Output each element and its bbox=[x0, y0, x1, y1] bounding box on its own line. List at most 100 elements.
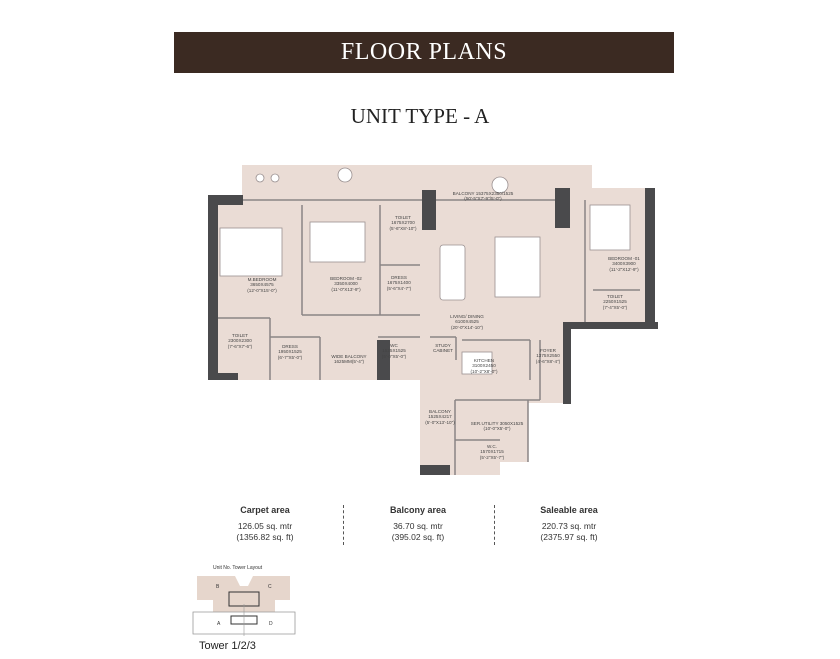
room-dims: 1675X2700 bbox=[391, 220, 415, 226]
balcony-area: Balcony area 36.70 sq. mtr(395.02 sq. ft) bbox=[343, 505, 493, 543]
area-metric: 126.05 sq. mtr bbox=[237, 521, 293, 531]
room-name: LIVING/ DINING bbox=[450, 314, 484, 319]
room-dims-imperial: (12'-0"X15'-0") bbox=[247, 287, 277, 293]
room-dims-imperial: (4'-6"X8'-4") bbox=[535, 358, 561, 364]
tower-layout-caption: Unit No. Tower Layout bbox=[213, 565, 263, 571]
room-dims: 1675X1400 bbox=[387, 280, 411, 286]
room-name: BEDROOM -01 bbox=[608, 256, 640, 261]
room-name: BALCONY 15375X2350/1525 bbox=[452, 191, 514, 196]
kitchen-counter bbox=[461, 351, 493, 375]
area-imperial: (395.02 sq. ft) bbox=[391, 532, 445, 542]
room-dims: 1950X1525 bbox=[278, 349, 302, 355]
unit-b-label: B bbox=[216, 584, 220, 590]
room-name: WC bbox=[390, 343, 398, 348]
room-name: SER.UTILITY 3050X1525 bbox=[470, 421, 524, 426]
room-dims: 1375X2550 bbox=[536, 353, 560, 359]
area-title: Saleable area bbox=[540, 505, 598, 515]
room-dims-imperial: (5'-0"X5'-0") bbox=[381, 353, 407, 359]
room-name: BEDROOM -02 bbox=[330, 276, 362, 281]
saleable-area: Saleable area 220.73 sq. mtr(2375.97 sq. … bbox=[494, 505, 644, 543]
divider bbox=[343, 505, 344, 545]
divider bbox=[494, 505, 495, 545]
room-name: KITCHEN bbox=[473, 358, 495, 363]
room-dims: 3650X4575 bbox=[250, 282, 274, 288]
bed-02 bbox=[309, 221, 366, 263]
room-dims: 3400X3900 bbox=[612, 261, 636, 267]
room-dims-imperial: (5'-6"X4'-7") bbox=[386, 285, 412, 291]
master-bed bbox=[219, 227, 283, 277]
room-name: BALCONY bbox=[429, 409, 451, 414]
unit-c-label: C bbox=[268, 584, 272, 590]
room-name: TOILET bbox=[606, 294, 623, 299]
room-dims: 1525X4217 bbox=[428, 414, 452, 420]
room-name: STUDY bbox=[435, 343, 451, 348]
room-dims: CABINET bbox=[433, 348, 453, 354]
unit-a-label: A bbox=[217, 621, 221, 627]
room-dims-imperial: (6'-7"X5'-0") bbox=[277, 354, 303, 360]
room-dims: 3350X4000 bbox=[334, 281, 358, 287]
unit-type-title: UNIT TYPE - A bbox=[350, 104, 490, 128]
dining-table bbox=[439, 244, 466, 301]
living-rug bbox=[494, 236, 541, 298]
unit-d-label: D bbox=[269, 621, 273, 627]
page-header: FLOOR PLANS bbox=[174, 32, 674, 73]
room-dims-imperial: (5'-0"X13'-10") bbox=[425, 419, 455, 425]
room-dims: (10'-0"X5'-0") bbox=[483, 426, 511, 432]
tower-layout: Unit No. Tower Layout B C A D bbox=[185, 564, 303, 654]
room-dims: 2300X2300 bbox=[228, 338, 252, 344]
room-dims-imperial: (11'-2"X12'-9") bbox=[609, 266, 639, 272]
balcony-table bbox=[491, 176, 509, 194]
tower-name: Tower 1/2/3 bbox=[199, 640, 256, 652]
room-dims: 1525X1525 bbox=[382, 348, 406, 354]
room-dims: 1570X1715 bbox=[480, 449, 504, 455]
room-dims: (50'-5"X7'-9"/5'-0") bbox=[464, 196, 502, 202]
area-imperial: (2375.97 sq. ft) bbox=[540, 532, 598, 542]
room-dims-imperial: (20'-0"X14'-10") bbox=[450, 324, 484, 330]
exterior-walls bbox=[208, 188, 658, 475]
room-dims-imperial: (10'-2"X8'-0") bbox=[470, 368, 498, 374]
area-title: Carpet area bbox=[240, 505, 290, 515]
room-dims-imperial: (5'-6"X8'-10") bbox=[389, 225, 417, 231]
header-title: FLOOR PLANS bbox=[340, 39, 508, 65]
room-balcony-main: BALCONY 15375X2350/1525(50'-5"X7'-9"/5'-… bbox=[453, 191, 514, 202]
room-service-utility: SER.UTILITY 3050X1525(10'-0"X5'-0") bbox=[471, 421, 524, 432]
area-metric: 220.73 sq. mtr bbox=[541, 521, 597, 531]
area-metric: 36.70 sq. mtr bbox=[393, 521, 443, 531]
area-imperial: (1356.82 sq. ft) bbox=[236, 532, 294, 542]
room-dims: 3100X2450 bbox=[472, 363, 496, 369]
room-dims-imperial: (7'-6"X7'-6") bbox=[227, 343, 253, 349]
balcony-chair bbox=[337, 167, 353, 183]
carpet-area: Carpet area 126.05 sq. mtr(1356.82 sq. ft… bbox=[190, 505, 340, 543]
room-name: DRESS bbox=[391, 275, 407, 280]
tower-layout-diagram bbox=[192, 576, 296, 636]
room-name: W.C. bbox=[487, 444, 497, 449]
interior-walls bbox=[218, 199, 640, 475]
area-title: Balcony area bbox=[389, 505, 447, 515]
room-dims-imperial: (11'-0"X13'-9") bbox=[331, 286, 361, 292]
room-dims: 2250X1525 bbox=[603, 299, 627, 305]
room-name: TOILET bbox=[231, 333, 248, 338]
room-name: TOILET bbox=[394, 215, 411, 220]
room-dims: 6100X4525 bbox=[455, 319, 479, 325]
bed-01 bbox=[589, 204, 631, 251]
room-service-wc: W.C.1570X1715(5'-2"X5'-7") bbox=[480, 444, 504, 460]
room-dims-imperial: (5'-2"X5'-7") bbox=[479, 454, 505, 460]
room-dims: 1625MM(5'-4") bbox=[333, 359, 365, 365]
room-dims-imperial: (7'-4"X5'-0") bbox=[602, 304, 628, 310]
room-name: FOYER bbox=[540, 348, 556, 353]
